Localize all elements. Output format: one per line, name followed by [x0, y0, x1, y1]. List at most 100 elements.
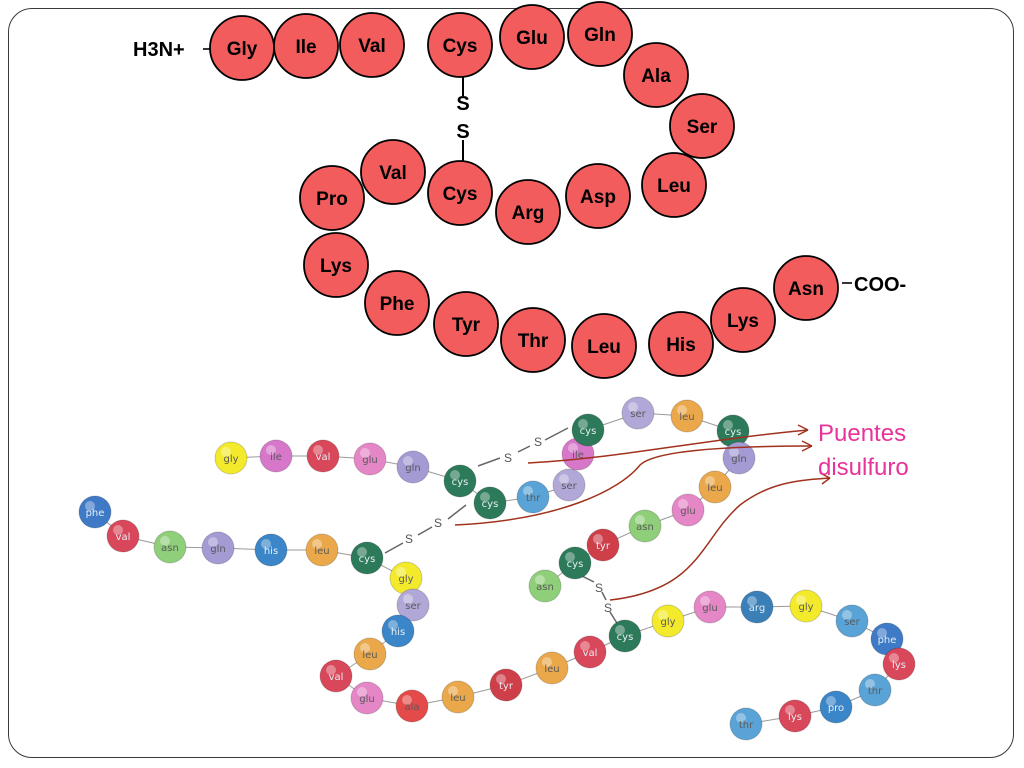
residue-label: Val [358, 36, 385, 57]
residue-bead: tyr [489, 668, 523, 702]
bead-highlight [678, 499, 688, 509]
residue-bead: Lys [710, 287, 776, 353]
residue-label: gly [223, 454, 238, 465]
residue-label: tyr [596, 541, 611, 552]
residue-label: asn [161, 543, 179, 554]
residue-label: His [666, 335, 696, 356]
residue-bead-circle [396, 450, 430, 484]
residue-bead: Asp [565, 163, 631, 229]
residue-bead-circle [214, 441, 248, 475]
bead-highlight [677, 405, 687, 415]
residue-label: thr [739, 720, 754, 731]
residue-bead-circle [305, 533, 339, 567]
residue-bead: Gly [209, 15, 275, 81]
residue-bead-circle [396, 588, 430, 622]
residue-bead-circle [303, 232, 369, 298]
residue-bead: ser [835, 604, 869, 638]
residue-label: lys [892, 660, 906, 671]
residue-bead: gly [651, 604, 685, 638]
residue-label: leu [707, 483, 722, 494]
residue-bead-circle [364, 270, 430, 336]
residue-label: arg [749, 603, 765, 614]
residue-bead: Cys [427, 12, 493, 78]
residue-bead-circle [495, 179, 561, 245]
residue-bead: Leu [641, 152, 707, 218]
bead-highlight [313, 445, 323, 455]
bead-highlight [865, 679, 875, 689]
residue-bead: ser [552, 468, 586, 502]
residue-label: ser [405, 601, 421, 612]
residue-label: Asp [580, 187, 616, 208]
bead-highlight [360, 643, 370, 653]
residue-label: gln [210, 544, 225, 555]
residue-bead-circle [552, 468, 586, 502]
residue-bead: ser [396, 588, 430, 622]
residue-bead-circle [441, 680, 475, 714]
residue-label: Phe [380, 294, 415, 315]
residue-bead: glu [350, 681, 384, 715]
residue-bead-circle [621, 396, 655, 430]
residue-bead: lys [882, 647, 916, 681]
residue-bead: Glu [499, 4, 565, 70]
bead-highlight [578, 419, 588, 429]
residue-bead: lys [778, 699, 812, 733]
residue-label: val [316, 452, 331, 463]
bead-highlight [700, 596, 710, 606]
residue-bead: val [319, 659, 353, 693]
residue-bead: leu [670, 399, 704, 433]
residue-bead-circle [528, 569, 562, 603]
residue-label: Ile [295, 37, 316, 58]
residue-label: Val [379, 163, 406, 184]
residue-bead: leu [535, 651, 569, 685]
residue-label: gln [405, 463, 420, 474]
residue-label: glu [359, 694, 374, 705]
residue-label: his [391, 627, 405, 638]
residue-bead-circle [740, 590, 774, 624]
bead-highlight [723, 420, 733, 430]
residue-bead-circle [433, 291, 499, 357]
residue-label: asn [636, 522, 654, 533]
residue-label: Ala [641, 66, 671, 87]
residue-label: Pro [316, 189, 348, 210]
residue-bead: leu [441, 680, 475, 714]
residue-bead-circle [710, 287, 776, 353]
residue-bead: Val [360, 139, 426, 205]
residue-label: his [264, 546, 278, 557]
bead-highlight [568, 443, 578, 453]
callout-arrows [454, 424, 831, 601]
bead-highlight [221, 447, 231, 457]
residue-bead: thr [516, 480, 550, 514]
residue-bead-circle [259, 439, 293, 473]
residue-bead-circle [565, 163, 631, 229]
sulfur-atom-label: S [434, 516, 442, 530]
bead-highlight [312, 539, 322, 549]
bead-highlight [523, 486, 533, 496]
residue-bead-circle [153, 530, 187, 564]
bead-highlight [593, 534, 603, 544]
residue-label: phe [86, 508, 105, 519]
residue-bead-circle [516, 480, 550, 514]
bead-highlight [450, 470, 460, 480]
bead-highlight [496, 674, 506, 684]
residue-bead: his [254, 533, 288, 567]
residue-bead: gly [214, 441, 248, 475]
residue-label: leu [450, 693, 465, 704]
n-terminus-label: H3N+ [133, 39, 185, 61]
residue-bead-circle [427, 12, 493, 78]
residue-bead: Thr [500, 307, 566, 373]
residue-bead: cys [443, 464, 477, 498]
bead-highlight [615, 625, 625, 635]
sulfur-atom-label: S [504, 451, 512, 465]
bead-highlight [785, 705, 795, 715]
residue-label: tyr [499, 681, 514, 692]
residue-label: leu [679, 412, 694, 423]
residue-label: asn [536, 582, 554, 593]
bead-highlight [266, 445, 276, 455]
residue-label: val [116, 532, 131, 543]
callout-label-line-2: disulfuro [818, 454, 909, 481]
residue-bead-circle [778, 699, 812, 733]
sulfur-atom-label: S [595, 581, 603, 595]
bead-highlight [357, 687, 367, 697]
bead-highlight [889, 653, 899, 663]
residue-bead-circle [319, 659, 353, 693]
